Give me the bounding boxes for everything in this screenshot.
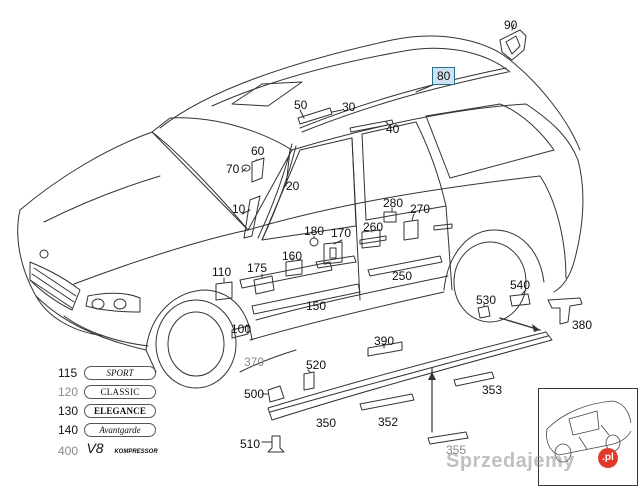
part-260	[361, 229, 381, 249]
callout-370: 370	[244, 355, 265, 369]
part-380	[547, 297, 583, 325]
part-280	[383, 211, 397, 223]
part-110	[215, 281, 233, 301]
callout-40: 40	[386, 122, 400, 136]
part-540	[509, 293, 531, 307]
callout-60: 60	[251, 144, 265, 158]
badge-kompressor: KOMPRESSOR	[114, 449, 158, 455]
callout-20: 20	[286, 179, 300, 193]
callout-90: 90	[504, 18, 518, 32]
windshield	[151, 117, 293, 231]
sunroof	[231, 81, 303, 107]
roof-outline	[159, 35, 581, 151]
callout-500: 500	[244, 387, 265, 401]
callout-120: 120	[58, 385, 79, 399]
callout-160: 160	[282, 249, 303, 263]
callout-280: 280	[383, 196, 404, 210]
part-520	[303, 371, 315, 391]
callout-140: 140	[58, 423, 79, 437]
star-emblem	[39, 249, 49, 259]
badge-elegance: ELEGANCE	[84, 404, 156, 418]
callout-180: 180	[304, 224, 325, 238]
roof-rail-30	[299, 67, 507, 129]
part-90	[499, 29, 527, 61]
callout-30: 30	[342, 100, 356, 114]
badge-v8: V8	[86, 440, 104, 456]
watermark-text: Sprzedajemy	[446, 450, 575, 472]
part-180	[309, 237, 319, 247]
sill-350	[267, 331, 553, 421]
callout-100: 100	[231, 322, 252, 336]
part-100	[231, 325, 249, 339]
trim-250	[367, 255, 443, 277]
part-50	[297, 107, 333, 125]
headlight	[85, 292, 141, 313]
callout-350: 350	[316, 416, 337, 430]
part-60	[251, 157, 265, 183]
quarter-window	[425, 103, 555, 179]
callout-270: 270	[410, 202, 431, 216]
callout-400: 400	[58, 444, 79, 458]
callout-260: 260	[363, 220, 384, 234]
callout-510: 510	[240, 437, 261, 451]
trim-150	[251, 283, 361, 315]
callout-150: 150	[306, 299, 327, 313]
part-355	[427, 431, 469, 445]
callout-115: 115	[58, 366, 78, 380]
rear-door-window	[361, 121, 447, 221]
side-beltline	[247, 175, 541, 231]
callout-353: 353	[482, 383, 503, 397]
part-70	[241, 164, 251, 172]
part-175	[253, 275, 275, 295]
part-500	[267, 385, 285, 403]
locator-thumbnail	[538, 388, 638, 486]
part-390	[367, 341, 403, 357]
part-530	[477, 305, 491, 319]
callout-170: 170	[331, 226, 352, 240]
callout-70: 70	[226, 162, 240, 176]
part-370	[239, 349, 297, 373]
callout-520: 520	[306, 358, 327, 372]
badge-classic: CLASSIC	[84, 385, 156, 399]
grille	[29, 261, 81, 311]
callout-50: 50	[294, 98, 308, 112]
rear-wheel	[453, 241, 527, 323]
callout-175: 175	[247, 261, 268, 275]
badge-avantgarde: Avantgarde	[84, 423, 156, 437]
callout-355: 355	[446, 443, 467, 457]
callout-130: 130	[58, 404, 79, 418]
strip-40	[349, 119, 394, 133]
callout-352: 352	[378, 415, 399, 429]
watermark-logo: .pl	[598, 448, 618, 468]
badge-sport: SPORT	[84, 366, 156, 380]
callout-110: 110	[212, 265, 232, 279]
part-270	[403, 219, 419, 241]
part-160	[285, 259, 303, 277]
callout-250: 250	[392, 269, 413, 283]
strip-10	[243, 195, 261, 239]
callout-530: 530	[476, 293, 497, 307]
callout-10: 10	[232, 202, 246, 216]
callout-380: 380	[572, 318, 593, 332]
callout-390: 390	[374, 334, 395, 348]
part-353	[453, 371, 495, 387]
thumbnail-car-icon	[546, 400, 632, 463]
hood	[19, 131, 249, 285]
callout-540: 540	[510, 278, 531, 292]
front-wheel	[155, 299, 237, 389]
part-510	[267, 435, 285, 453]
part-352	[359, 393, 415, 411]
callout-80: 80	[432, 67, 456, 85]
